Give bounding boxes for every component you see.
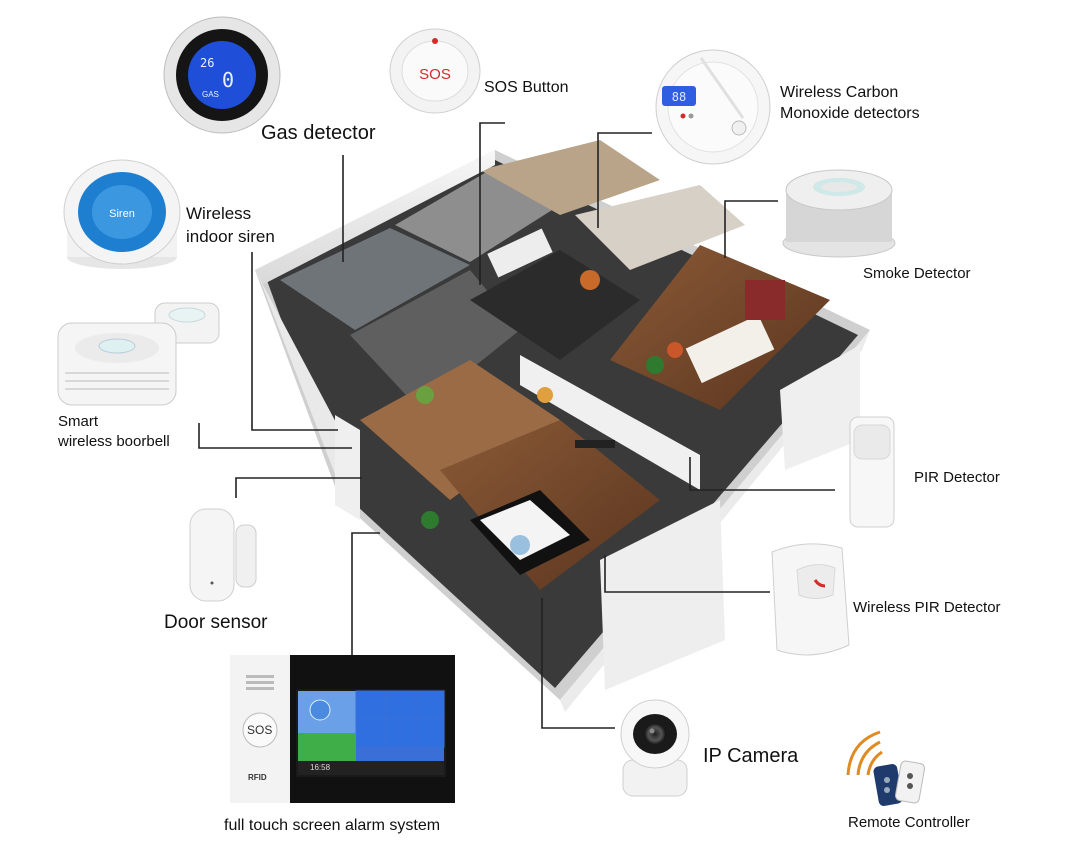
- door-sensor-icon: [189, 508, 257, 602]
- doorbell-label-line1: Smart: [58, 413, 99, 430]
- alarm-panel-body: [230, 655, 455, 803]
- panel-sos-button: SOS: [247, 723, 273, 737]
- panel-clock: 16:58: [310, 763, 331, 772]
- smoke-detector-icon: [782, 169, 896, 258]
- gas-screen-reading: 0: [222, 68, 234, 92]
- co-screen-reading: 88: [672, 90, 686, 104]
- gas-screen-word: GAS: [202, 90, 219, 99]
- co-detector-icon: 88: [655, 49, 771, 165]
- co-detectors-label-line2: Monoxide detectors: [780, 105, 920, 122]
- ip-camera-icon: [620, 699, 690, 797]
- panel-rfid-label: RFID: [248, 773, 267, 782]
- house-cutaway: [255, 140, 870, 712]
- sos-button-icon: SOS: [389, 28, 481, 114]
- pir-detector-label: PIR Detector: [914, 469, 1000, 486]
- gas-screen-temp: 26: [200, 56, 214, 70]
- doorbell-label-line2: wireless boorbell: [58, 433, 170, 450]
- gas-detector-icon: 26 0 GAS: [163, 16, 281, 134]
- smoke-detector-label: Smoke Detector: [863, 265, 971, 282]
- wireless-pir-detector-icon: [771, 543, 850, 656]
- door-sensor-label: Door sensor: [164, 612, 268, 633]
- connector-lines: [198, 122, 835, 729]
- sos-button-face: SOS: [419, 66, 451, 83]
- remote-controller-icon: [846, 730, 925, 806]
- indoor-siren-label-line2: indoor siren: [186, 227, 275, 246]
- ip-camera-label: IP Camera: [703, 745, 799, 767]
- doorbell-icon: [57, 302, 220, 406]
- remote-controller-label: Remote Controller: [848, 814, 970, 831]
- co-detectors-label-line1: Wireless Carbon: [780, 84, 899, 101]
- indoor-siren-icon: Siren: [63, 159, 181, 269]
- pir-detector-icon: [849, 416, 895, 528]
- sos-button-label: SOS Button: [484, 79, 569, 96]
- wireless-pir-detector-label: Wireless PIR Detector: [853, 599, 1001, 616]
- alarm-panel: SOS RFID 16:58: [230, 655, 455, 803]
- alarm-system-label: full touch screen alarm system: [224, 817, 441, 834]
- gas-detector-label: Gas detector: [261, 122, 376, 144]
- indoor-siren-label-line1: Wireless: [186, 204, 252, 223]
- siren-face: Siren: [109, 208, 135, 220]
